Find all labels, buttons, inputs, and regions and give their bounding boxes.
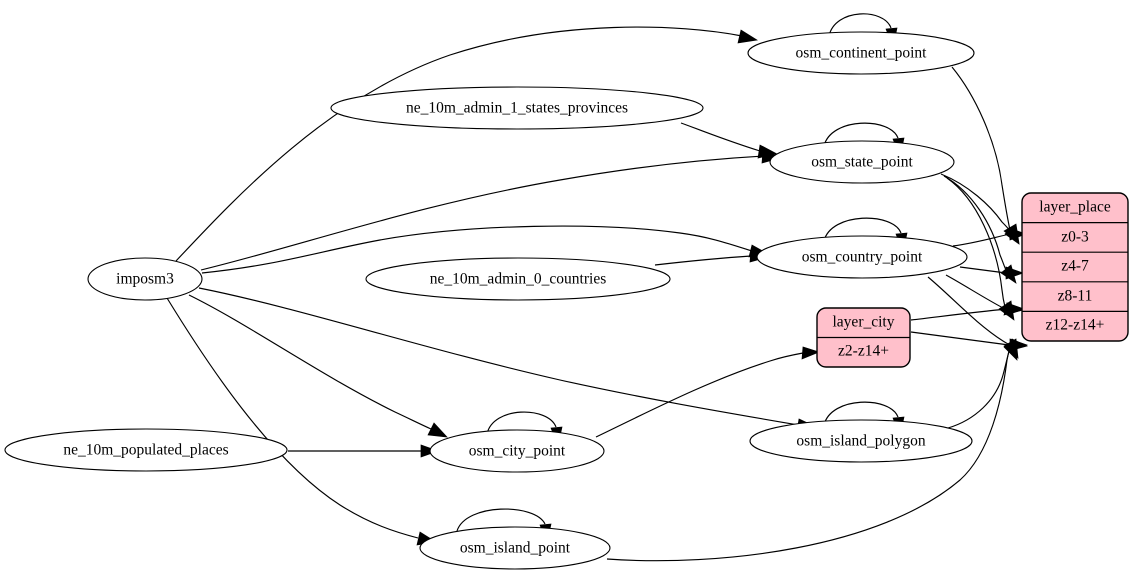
- edge-selfloop-osm_island_point: [456, 508, 546, 532]
- record-row-layer_city-z2-z14[interactable]: z2-z14+: [838, 343, 889, 360]
- node-label: osm_island_polygon: [796, 433, 925, 450]
- node-shape-ellipse[interactable]: [756, 235, 968, 279]
- node-label: osm_continent_point: [796, 45, 928, 62]
- edge-osm_country_point-to-layer_place_z8: [945, 274, 1006, 310]
- edge-osm_city_point-to-layer_city_z2: [595, 352, 804, 438]
- edge-osm_state_point-to-layer_place_z0: [940, 173, 1011, 232]
- record-row-layer_city-title[interactable]: layer_city: [833, 314, 895, 331]
- edge-imposm3-to-osm_state_point: [200, 155, 765, 271]
- arrowhead: [427, 422, 448, 438]
- node-shape-ellipse[interactable]: [419, 526, 611, 570]
- edge-osm_continent_point-to-layer_place_z0: [951, 66, 1011, 231]
- edge-selfloop-osm_city_point: [486, 411, 557, 435]
- edge-imposm3-to-osm_island_polygon: [198, 287, 799, 426]
- arrowhead: [1005, 266, 1025, 280]
- record-node-layer: layer_city z2-z14+ layer_place z0-3 z4-7…: [816, 192, 1129, 368]
- node-label: osm_island_point: [460, 540, 571, 557]
- node-osm_island_point[interactable]: osm_island_point: [419, 526, 611, 570]
- edge-osm_island_polygon-to-layer_place_z12: [947, 347, 1011, 429]
- record-row-layer_place-z4-7[interactable]: z4-7: [1061, 258, 1089, 275]
- edge-selfloop-osm_country_point: [823, 217, 902, 242]
- edge-osm_state_point-to-layer_place_z8: [946, 177, 1006, 308]
- edge-osm_state_point-to-layer_place_z4: [943, 175, 1007, 271]
- record-row-layer_place-z12-z14[interactable]: z12-z14+: [1046, 317, 1105, 334]
- edge-osm_country_point-to-layer_place_z12: [927, 276, 1011, 346]
- edge-layer: [166, 13, 1029, 562]
- edge-imposm3-to-osm_city_point: [188, 294, 432, 430]
- node-shape-ellipse[interactable]: [365, 257, 671, 301]
- node-layer: imposm3 ne_10m_admin_1_states_provinces …: [4, 31, 975, 570]
- record-row-layer_place-z8-11[interactable]: z8-11: [1058, 288, 1093, 305]
- node-layer_city[interactable]: layer_city z2-z14+: [816, 307, 911, 368]
- record-row-layer_place-title[interactable]: layer_place: [1039, 199, 1111, 216]
- edge-selfloop-osm_island_polygon: [823, 401, 899, 426]
- edge-osm_country_point-to-layer_place_z0: [952, 233, 1011, 247]
- edge-layer_city-to-layer_place_z12: [910, 331, 1010, 346]
- node-shape-ellipse[interactable]: [749, 419, 973, 463]
- edge-selfloop-osm_continent_point: [828, 13, 892, 37]
- edge-layer_city-to-layer_place_z8: [910, 308, 1008, 321]
- record-shape[interactable]: [1021, 192, 1129, 342]
- arrowhead: [1008, 227, 1028, 241]
- node-shape-ellipse[interactable]: [330, 86, 704, 130]
- arrowhead: [737, 29, 758, 44]
- node-layer_place[interactable]: layer_place z0-3 z4-7 z8-11 z12-z14+: [1021, 192, 1129, 342]
- node-shape-ellipse[interactable]: [769, 140, 955, 184]
- node-shape-ellipse[interactable]: [87, 257, 203, 301]
- node-label: osm_state_point: [811, 154, 913, 171]
- node-shape-ellipse[interactable]: [429, 429, 605, 473]
- arrowhead: [1003, 340, 1018, 361]
- node-label: imposm3: [116, 271, 174, 288]
- node-imposm3[interactable]: imposm3: [87, 257, 203, 301]
- node-ne_10m_populated_places[interactable]: ne_10m_populated_places: [4, 428, 288, 472]
- node-osm_country_point[interactable]: osm_country_point: [756, 235, 968, 279]
- arrowhead: [801, 346, 821, 360]
- node-osm_city_point[interactable]: osm_city_point: [429, 429, 605, 473]
- arrowhead: [1006, 302, 1026, 316]
- node-label: osm_city_point: [469, 443, 566, 460]
- node-ne_10m_admin_0_countries[interactable]: ne_10m_admin_0_countries: [365, 257, 671, 301]
- edge-imposm3-to-osm_country_point: [201, 225, 753, 274]
- edge-osm_country_point-to-layer_place_z4: [959, 266, 1007, 274]
- edge-ne1states-to-osm_state_point: [680, 122, 761, 152]
- edge-imposm3-to-osm_island_point: [166, 297, 419, 539]
- node-shape-ellipse[interactable]: [747, 31, 975, 75]
- edge-osm_island_point-to-layer_place_z12: [606, 347, 1011, 562]
- edge-imposm3-to-osm_continent_point: [175, 26, 743, 262]
- record-row-layer_place-z0-3[interactable]: z0-3: [1061, 229, 1089, 246]
- node-label: ne_10m_admin_1_states_provinces: [406, 100, 628, 117]
- arrowhead: [757, 144, 779, 159]
- node-shape-ellipse[interactable]: [4, 428, 288, 472]
- node-label: osm_country_point: [802, 249, 923, 266]
- node-ne_10m_admin_1_states_provinces[interactable]: ne_10m_admin_1_states_provinces: [330, 86, 704, 130]
- node-osm_continent_point[interactable]: osm_continent_point: [747, 31, 975, 75]
- edge-selfloop-osm_state_point: [823, 122, 899, 147]
- node-label: ne_10m_populated_places: [63, 442, 228, 459]
- node-osm_island_polygon[interactable]: osm_island_polygon: [749, 419, 973, 463]
- edge-ne0countries-to-osm_country_point: [654, 255, 752, 266]
- node-osm_state_point[interactable]: osm_state_point: [769, 140, 955, 184]
- node-label: ne_10m_admin_0_countries: [430, 271, 607, 288]
